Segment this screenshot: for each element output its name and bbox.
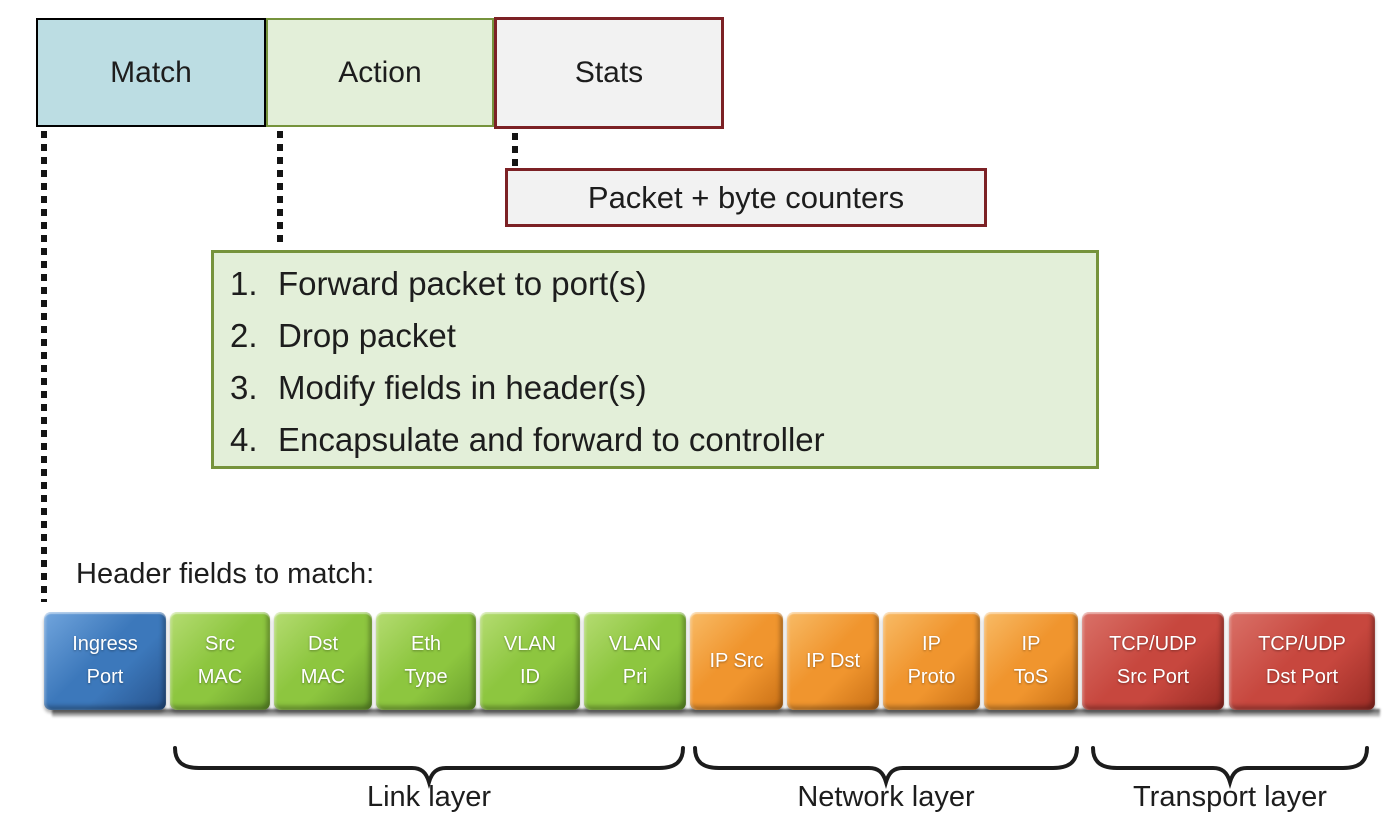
- action-item-encapsulate: 4. Encapsulate and forward to controller: [214, 414, 1096, 466]
- field-ip-dst: IP Dst: [787, 612, 879, 710]
- action-item-text: Forward packet to port(s): [278, 265, 647, 302]
- field-label-line: IP: [922, 633, 941, 655]
- field-label-line: TCP/UDP: [1258, 633, 1346, 655]
- field-tcp-udp-src-port: TCP/UDP Src Port: [1082, 612, 1224, 710]
- field-label-line: IP Src: [709, 649, 764, 672]
- action-item-number: 4.: [230, 421, 258, 458]
- field-label-line: ToS: [1013, 666, 1049, 688]
- field-label-line: TCP/UDP: [1109, 633, 1197, 655]
- field-vlan-id: VLAN ID: [480, 612, 580, 710]
- transport-layer-brace: [1091, 746, 1369, 789]
- flow-cell-stats: Stats: [494, 17, 724, 129]
- field-label-line: VLAN: [608, 633, 662, 655]
- field-label-line: ID: [520, 666, 540, 688]
- match-connector-line: [41, 131, 47, 602]
- field-label-line: Dst: [308, 633, 338, 655]
- field-label-line: IP Dst: [805, 649, 861, 672]
- field-dst-mac: Dst MAC: [274, 612, 372, 710]
- flow-cell-match: Match: [36, 18, 266, 127]
- action-connector-line: [277, 131, 283, 248]
- header-fields-title: Header fields to match:: [76, 558, 375, 590]
- actions-list-box: 1. Forward packet to port(s) 2. Drop pac…: [211, 250, 1099, 469]
- action-item-text: Drop packet: [278, 317, 456, 354]
- action-item-modify: 3. Modify fields in header(s): [214, 362, 1096, 414]
- action-item-drop: 2. Drop packet: [214, 310, 1096, 362]
- link-layer-label: Link layer: [366, 781, 492, 813]
- field-label-line: Type: [404, 666, 448, 688]
- field-src-mac: Src MAC: [170, 612, 270, 710]
- field-label-line: MAC: [300, 666, 346, 688]
- field-ip-tos: IP ToS: [984, 612, 1078, 710]
- field-tcp-udp-dst-port: TCP/UDP Dst Port: [1229, 612, 1375, 710]
- field-label-line: Src Port: [1116, 666, 1190, 688]
- field-label-line: MAC: [197, 666, 243, 688]
- stats-counters-box: Packet + byte counters: [505, 168, 987, 227]
- action-item-number: 3.: [230, 369, 258, 406]
- field-label-line: Dst Port: [1265, 666, 1339, 688]
- field-ip-src: IP Src: [690, 612, 783, 710]
- field-ingress-port: Ingress Port: [44, 612, 166, 710]
- field-label-line: Eth: [410, 633, 442, 655]
- field-label-line: VLAN: [503, 633, 557, 655]
- network-layer-brace: [693, 746, 1079, 789]
- stats-connector-line: [512, 133, 518, 167]
- field-label-line: Proto: [907, 666, 956, 688]
- field-ip-proto: IP Proto: [883, 612, 980, 710]
- field-row-shadow: [52, 709, 1380, 717]
- field-label-line: Ingress: [72, 633, 138, 655]
- transport-layer-label: Transport layer: [1133, 781, 1327, 813]
- action-item-text: Encapsulate and forward to controller: [278, 421, 825, 458]
- action-item-text: Modify fields in header(s): [278, 369, 647, 406]
- action-item-number: 2.: [230, 317, 258, 354]
- link-layer-brace: [173, 746, 685, 789]
- field-vlan-pri: VLAN Pri: [584, 612, 686, 710]
- field-label-line: IP: [1021, 633, 1041, 655]
- field-label-line: Port: [86, 666, 124, 688]
- field-eth-type: Eth Type: [376, 612, 476, 710]
- field-label-line: Src: [205, 633, 235, 655]
- network-layer-label: Network layer: [797, 781, 975, 813]
- action-item-forward: 1. Forward packet to port(s): [214, 258, 1096, 310]
- action-item-number: 1.: [230, 265, 258, 302]
- field-label-line: Pri: [622, 666, 648, 688]
- flow-cell-action: Action: [266, 18, 494, 127]
